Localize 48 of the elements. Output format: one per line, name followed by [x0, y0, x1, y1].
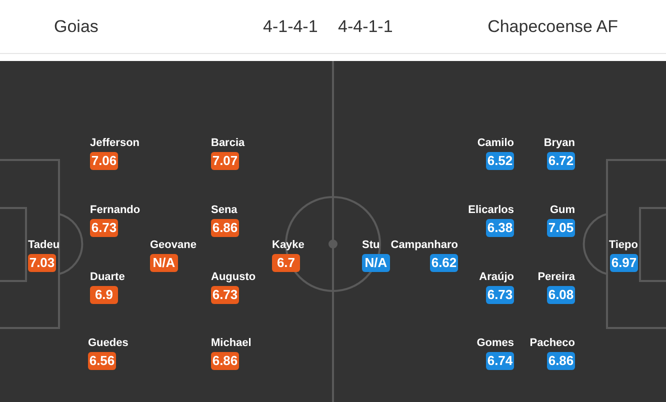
player-name: Barcia	[211, 137, 245, 150]
team-name: Chapecoense AF	[488, 17, 618, 37]
player-rating: N/A	[362, 254, 390, 272]
player-name: Bryan	[544, 137, 575, 150]
player-name: Fernando	[90, 204, 140, 217]
player-name: Gum	[550, 204, 575, 217]
player-name: Araújo	[479, 271, 514, 284]
player-name: Geovane	[150, 239, 196, 252]
player-rating: 6.52	[486, 152, 514, 170]
player-rating: 6.08	[547, 286, 575, 304]
player-name: Sena	[211, 204, 238, 217]
player-rating: 6.38	[486, 219, 514, 237]
player-rating: 6.86	[211, 219, 239, 237]
player-rating: 6.97	[610, 254, 638, 272]
player-rating: 7.07	[211, 152, 239, 170]
player-name: Jefferson	[90, 137, 140, 150]
player-rating: 6.73	[90, 219, 118, 237]
player-name: Elicarlos	[468, 204, 514, 217]
player-rating: N/A	[150, 254, 178, 272]
team-name: Goias	[54, 17, 98, 37]
player-rating: 6.7	[272, 254, 300, 272]
player-rating: 6.72	[547, 152, 575, 170]
player-name: Pereira	[538, 271, 575, 284]
player-rating: 6.86	[211, 352, 239, 370]
player-name: Tiepo	[608, 239, 638, 252]
player-rating: 7.05	[547, 219, 575, 237]
player-name: Michael	[211, 337, 252, 350]
player-name: Gomes	[476, 337, 514, 350]
formation-label: 4-4-1-1	[338, 17, 393, 37]
player-rating: 6.9	[90, 286, 118, 304]
player-name: Campanharo	[390, 239, 458, 252]
player-name: Duarte	[90, 271, 125, 284]
player-name: Stu	[362, 239, 380, 252]
player-rating: 6.56	[88, 352, 116, 370]
player-name: Guedes	[88, 337, 128, 350]
player-name: Pacheco	[530, 337, 575, 350]
player-rating: 6.74	[486, 352, 514, 370]
player-rating: 6.73	[211, 286, 239, 304]
player-name: Kayke	[272, 239, 304, 252]
player-rating: 6.86	[547, 352, 575, 370]
player-name: Augusto	[211, 271, 256, 284]
player-name: Camilo	[477, 137, 514, 150]
player-rating: 6.73	[486, 286, 514, 304]
player-name: Tadeu	[28, 239, 60, 252]
player-rating: 7.06	[90, 152, 118, 170]
player-rating: 7.03	[28, 254, 56, 272]
formation-label: 4-1-4-1	[263, 17, 318, 37]
player-rating: 6.62	[430, 254, 458, 272]
